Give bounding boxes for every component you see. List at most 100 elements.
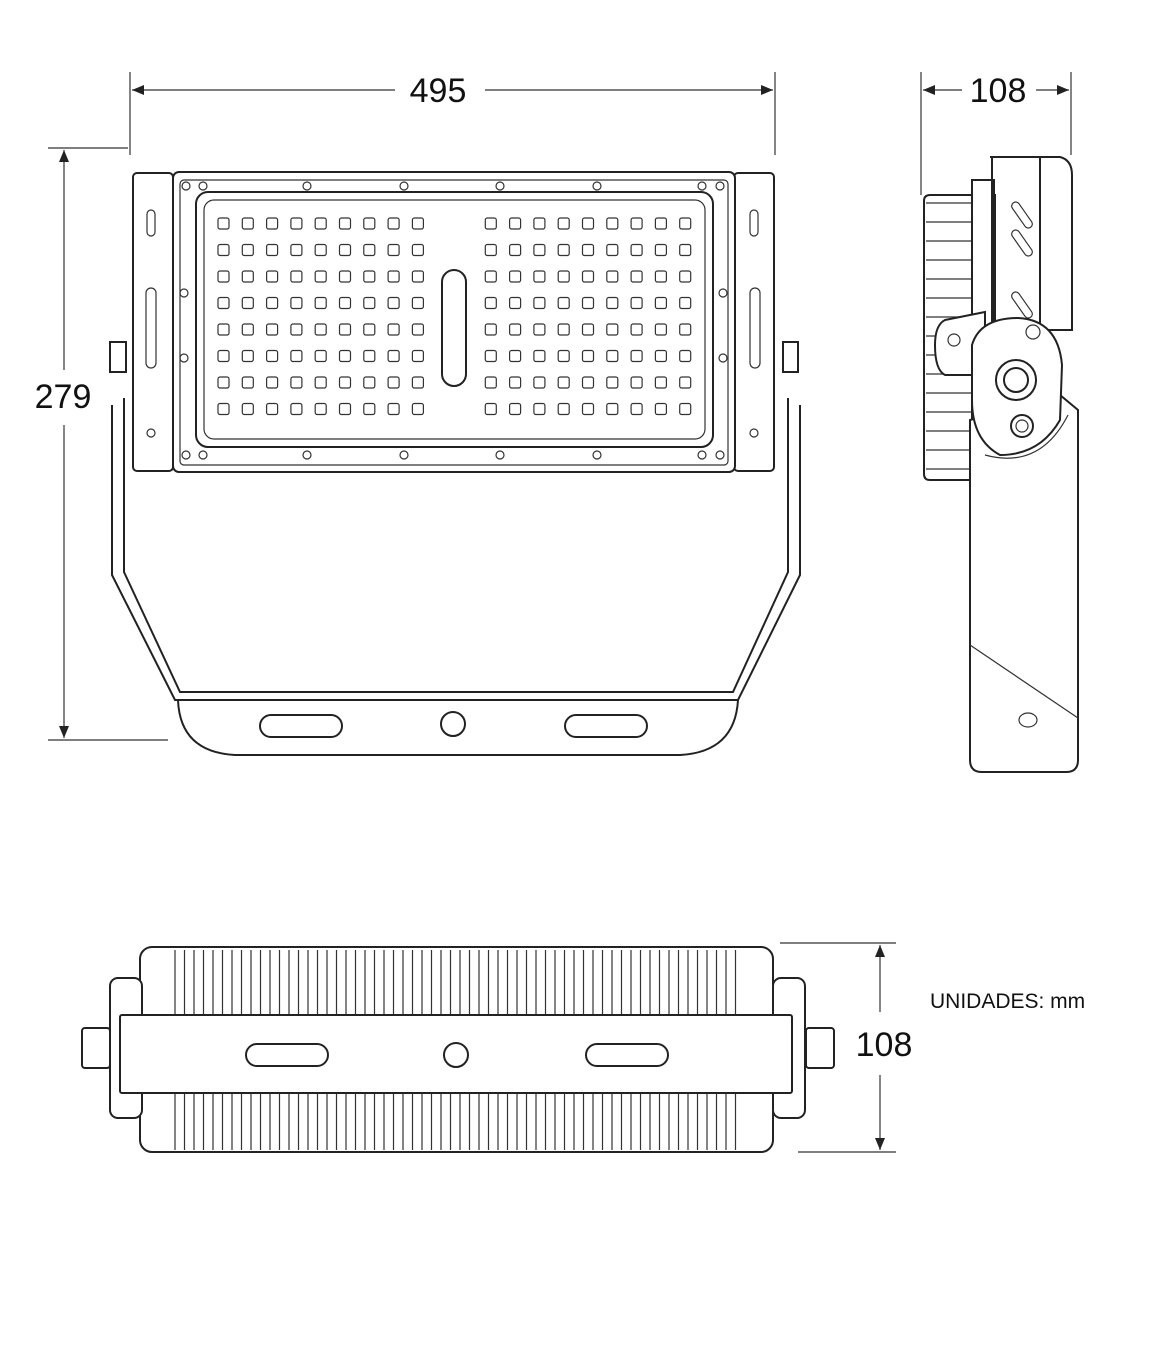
led-chip — [533, 323, 546, 336]
led-chip — [338, 217, 352, 230]
led-chip — [290, 270, 303, 283]
led-chip — [630, 349, 643, 363]
screw-icon — [718, 353, 728, 363]
led-chip — [581, 323, 595, 336]
led-chip — [679, 217, 692, 230]
screw-icon — [181, 450, 191, 460]
led-chip — [266, 349, 279, 363]
led-chip — [679, 376, 692, 389]
led-chip — [411, 243, 424, 257]
led-chip — [533, 296, 546, 310]
led-chip — [314, 296, 327, 310]
led-chip — [387, 376, 400, 389]
led-chip — [314, 323, 327, 336]
led-chip — [241, 243, 254, 257]
led-chip — [217, 402, 230, 416]
led-chip — [363, 243, 376, 257]
led-chip — [557, 217, 570, 230]
led-chip — [266, 402, 279, 416]
led-chip — [314, 402, 327, 416]
led-chip — [484, 323, 497, 336]
led-chip — [509, 323, 522, 336]
screw-icon — [181, 181, 191, 191]
led-chip — [217, 296, 230, 310]
led-chip — [290, 349, 303, 363]
led-chip — [533, 349, 546, 363]
dimension-label-height: 279 — [35, 378, 92, 416]
led-chip — [654, 217, 668, 230]
led-chip — [509, 402, 522, 416]
led-chip — [338, 296, 352, 310]
led-chip — [654, 270, 668, 283]
led-chip — [654, 323, 668, 336]
led-chip — [338, 270, 352, 283]
dimension-label-bottom-depth: 108 — [856, 1026, 913, 1064]
screw-icon — [715, 181, 725, 191]
led-chip — [581, 296, 595, 310]
led-chip — [533, 402, 546, 416]
led-chip — [266, 323, 279, 336]
screw-icon — [399, 181, 409, 191]
led-chip — [338, 376, 352, 389]
led-chip — [217, 323, 230, 336]
led-chip — [581, 349, 595, 363]
led-chip — [363, 323, 376, 336]
led-chip — [266, 376, 279, 389]
led-chip — [581, 376, 595, 389]
screw-icon — [198, 450, 208, 460]
led-chip — [484, 402, 497, 416]
led-chip — [557, 296, 570, 310]
screw-icon — [697, 181, 707, 191]
led-chip — [679, 323, 692, 336]
led-chip — [290, 296, 303, 310]
screw-icon — [718, 288, 728, 298]
led-chip — [241, 296, 254, 310]
side-view — [923, 156, 1079, 773]
led-chip — [241, 376, 254, 389]
led-chip — [606, 270, 619, 283]
led-chip — [606, 376, 619, 389]
led-chip — [679, 296, 692, 310]
led-chip — [241, 323, 254, 336]
led-chip — [387, 270, 400, 283]
led-chip — [290, 323, 303, 336]
dimension-label-width: 495 — [410, 72, 467, 110]
led-chip — [630, 323, 643, 336]
led-chip — [314, 217, 327, 230]
led-chip — [363, 349, 376, 363]
led-array — [217, 217, 692, 416]
housing-screws — [179, 181, 728, 460]
led-chip — [484, 349, 497, 363]
led-chip — [241, 217, 254, 230]
led-chip — [338, 402, 352, 416]
led-chip — [363, 270, 376, 283]
screw-icon — [302, 450, 312, 460]
led-chip — [217, 349, 230, 363]
led-chip — [630, 296, 643, 310]
screw-icon — [399, 450, 409, 460]
led-chip — [533, 217, 546, 230]
led-chip — [338, 323, 352, 336]
led-chip — [630, 376, 643, 389]
led-chip — [217, 376, 230, 389]
led-chip — [509, 349, 522, 363]
led-chip — [484, 243, 497, 257]
dimension-label-side-depth: 108 — [970, 72, 1027, 110]
led-chip — [387, 349, 400, 363]
units-label: UNIDADES: mm — [930, 990, 1086, 1013]
led-chip — [338, 349, 352, 363]
led-chip — [290, 243, 303, 257]
led-chip — [484, 217, 497, 230]
led-chip — [387, 323, 400, 336]
led-chip — [654, 376, 668, 389]
led-chip — [363, 217, 376, 230]
led-chip — [241, 349, 254, 363]
led-chip — [606, 349, 619, 363]
dimension-height-279: 279 — [35, 147, 168, 741]
led-chip — [411, 376, 424, 389]
led-chip — [387, 402, 400, 416]
led-chip — [484, 270, 497, 283]
led-chip — [630, 243, 643, 257]
led-chip — [484, 376, 497, 389]
